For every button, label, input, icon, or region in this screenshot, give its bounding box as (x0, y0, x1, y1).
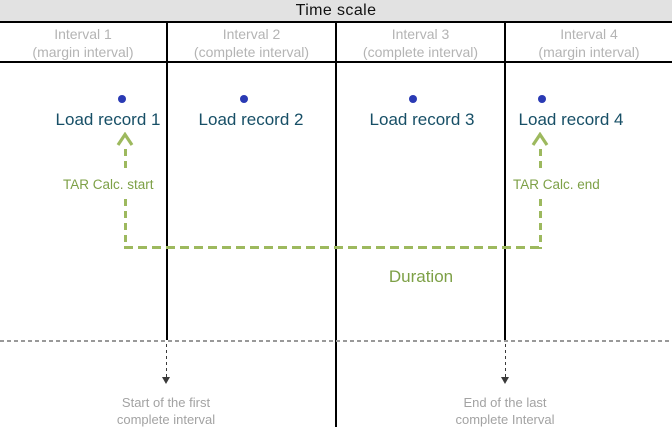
end-note-line1: End of the last (463, 395, 547, 410)
duration-label: Duration (388, 267, 454, 286)
start-note: Start of the first complete interval (86, 394, 246, 428)
interval-qualifier: (complete interval) (362, 44, 479, 60)
interval-name: Interval 4 (560, 26, 618, 42)
interval-qualifier: (complete interval) (193, 44, 310, 60)
end-note: End of the last complete Interval (425, 394, 585, 428)
interval-qualifier: (margin interval) (32, 44, 134, 60)
record-dot-1 (118, 95, 126, 103)
column-divider-3 (504, 23, 506, 340)
interval-qualifier: (margin interval) (538, 44, 640, 60)
tar-start-dash-lower (123, 199, 127, 249)
record-label-1: Load record 1 (55, 110, 161, 129)
column-divider-1 (166, 23, 168, 340)
interval-3-label: Interval 3 (complete interval) (337, 25, 504, 61)
header-border-line (0, 21, 672, 23)
baseline-dotted-line (0, 340, 672, 342)
record-label-4: Load record 4 (518, 110, 624, 129)
interval-name: Interval 3 (391, 26, 450, 42)
record-label-3: Load record 3 (369, 110, 475, 129)
duration-dash-line (124, 246, 541, 249)
diagram-title: Time scale (295, 2, 377, 19)
start-note-line1: Start of the first (121, 395, 211, 410)
time-scale-header: Time scale (0, 0, 672, 21)
start-marker-dash-line (165, 344, 167, 378)
column-divider-2 (335, 23, 337, 427)
arrow-down-icon (501, 377, 509, 384)
tar-start-dash-upper (123, 149, 127, 171)
end-marker-dash-line (504, 344, 506, 378)
tar-end-dash-lower (538, 199, 542, 249)
tar-start-label: TAR Calc. start (63, 177, 154, 192)
interval-2-label: Interval 2 (complete interval) (168, 25, 335, 61)
end-note-line2: complete Interval (455, 412, 555, 427)
interval-1-label: Interval 1 (margin interval) (0, 25, 166, 61)
arrow-up-icon (116, 132, 134, 146)
tar-end-label: TAR Calc. end (513, 177, 600, 192)
interval-name: Interval 2 (222, 26, 281, 42)
record-dot-3 (409, 95, 417, 103)
interval-4-label: Interval 4 (margin interval) (506, 25, 672, 61)
arrow-up-icon (531, 132, 549, 146)
record-dot-4 (538, 95, 546, 103)
start-note-line2: complete interval (116, 412, 216, 427)
record-label-2: Load record 2 (198, 110, 304, 129)
arrow-down-icon (162, 377, 170, 384)
record-dot-2 (240, 95, 248, 103)
interval-name: Interval 1 (54, 26, 112, 42)
tar-end-dash-upper (538, 149, 542, 171)
